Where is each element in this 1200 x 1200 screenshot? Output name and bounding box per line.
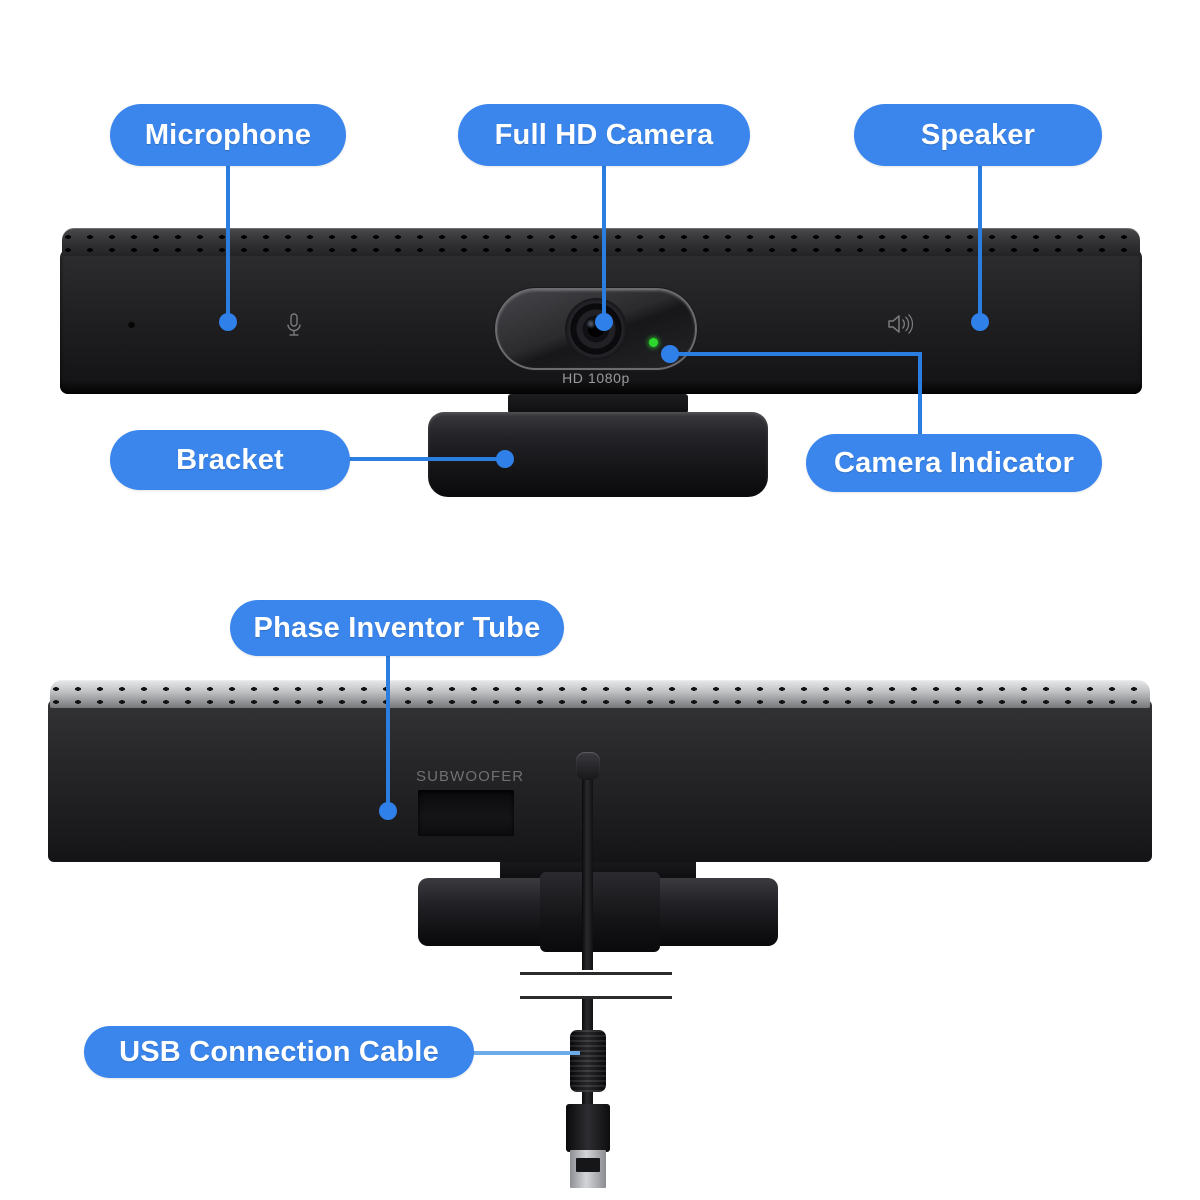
- callout-usb-connection-cable[interactable]: USB Connection Cable: [84, 1026, 474, 1078]
- speaker-grille-top-rear: [50, 680, 1150, 708]
- callout-label-phase-inventor-tube: Phase Inventor Tube: [253, 611, 541, 644]
- cable-break-line-top: [520, 972, 672, 975]
- callout-phase-inventor-tube[interactable]: Phase Inventor Tube: [230, 600, 564, 656]
- anchor-dot-bracket: [496, 450, 514, 468]
- bracket-hinge-center: [540, 872, 660, 952]
- leader-line-speaker: [978, 163, 982, 321]
- bracket-neck: [508, 394, 688, 416]
- leader-line-microphone: [226, 163, 230, 321]
- usb-connector-housing: [566, 1104, 610, 1152]
- leader-line-bracket: [348, 457, 506, 461]
- callout-label-full-hd-camera: Full HD Camera: [494, 118, 714, 151]
- speaker-grille-top-front: [62, 228, 1140, 256]
- leader-line-camera: [602, 163, 606, 321]
- anchor-dot-microphone: [219, 313, 237, 331]
- callout-label-usb-connection-cable: USB Connection Cable: [119, 1035, 439, 1068]
- anchor-dot-speaker: [971, 313, 989, 331]
- microphone-icon: [283, 312, 305, 343]
- camera-resolution-caption: HD 1080p: [562, 370, 630, 386]
- cable-break-line-bottom: [520, 996, 672, 999]
- cable-segment-connector: [582, 1088, 593, 1108]
- subwoofer-port: [418, 790, 514, 836]
- leader-line-usb-cable: [470, 1051, 580, 1055]
- usb-a-connector: [570, 1150, 606, 1188]
- cable-segment-lower: [582, 996, 593, 1036]
- callout-camera-indicator[interactable]: Camera Indicator: [806, 434, 1102, 492]
- cable-strain-relief: [576, 752, 600, 780]
- soundbar-rear-body: [48, 700, 1152, 862]
- leader-line-indicator-horizontal: [668, 352, 922, 356]
- camera-lens-icon: [565, 298, 627, 360]
- camera-indicator-led: [649, 338, 658, 347]
- anchor-dot-phase-tube: [379, 802, 397, 820]
- callout-label-camera-indicator: Camera Indicator: [833, 446, 1075, 479]
- anchor-dot-camera-indicator: [661, 345, 679, 363]
- pinhole-mic-icon: [128, 321, 135, 328]
- cable-segment-upper: [582, 764, 593, 970]
- ferrite-bead: [570, 1030, 606, 1092]
- callout-label-microphone: Microphone: [144, 118, 312, 151]
- callout-microphone[interactable]: Microphone: [110, 104, 346, 166]
- subwoofer-port-label: SUBWOOFER: [416, 768, 525, 785]
- callout-bracket[interactable]: Bracket: [110, 430, 350, 490]
- callout-full-hd-camera[interactable]: Full HD Camera: [458, 104, 750, 166]
- callout-label-bracket: Bracket: [176, 443, 284, 476]
- leader-line-phase-tube: [386, 650, 390, 810]
- anchor-dot-camera: [595, 313, 613, 331]
- callout-label-speaker: Speaker: [920, 118, 1036, 151]
- callout-speaker[interactable]: Speaker: [854, 104, 1102, 166]
- bracket-body: [428, 412, 768, 497]
- speaker-volume-icon: [886, 312, 914, 341]
- leader-line-indicator-vertical: [918, 352, 922, 438]
